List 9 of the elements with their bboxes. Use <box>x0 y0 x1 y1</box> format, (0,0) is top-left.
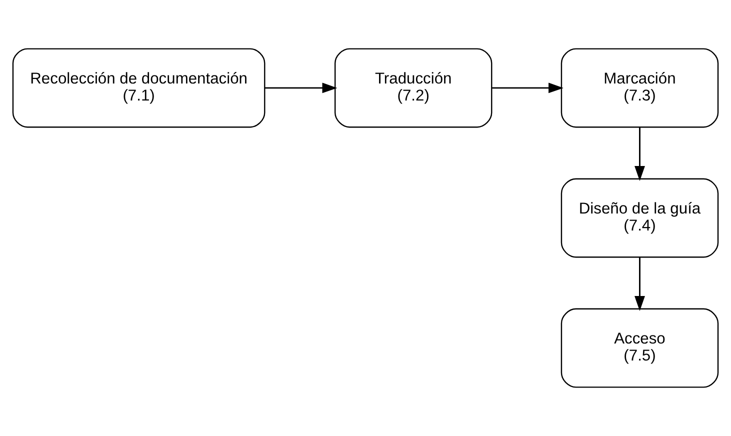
node-box: Diseño de la guía (7.4) <box>560 178 719 258</box>
node-box: Traducción (7.2) <box>334 48 492 128</box>
node-box: Marcación (7.3) <box>560 48 719 128</box>
arrow <box>634 257 645 311</box>
node-box: Recolección de documentación (7.1) <box>12 48 266 128</box>
arrow <box>634 127 645 181</box>
node-box: Acceso (7.5) <box>560 308 719 388</box>
arrow <box>492 82 564 94</box>
arrow <box>264 82 338 94</box>
